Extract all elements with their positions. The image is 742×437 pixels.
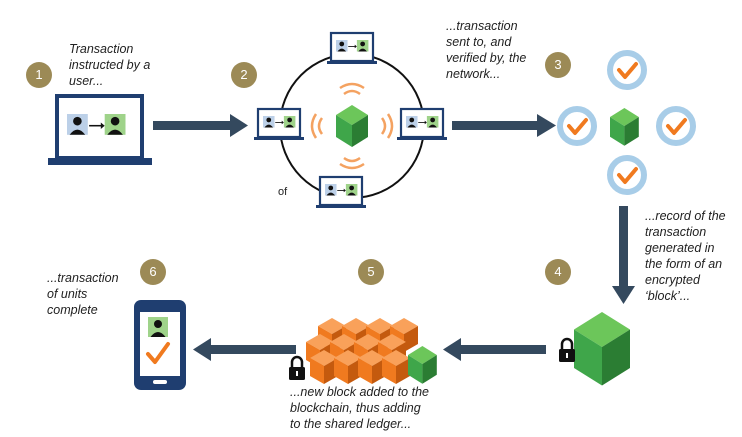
step-5-caption: ...new block added to the blockchain, th… bbox=[290, 385, 429, 431]
cube-icon bbox=[610, 108, 639, 146]
step-number-5: 5 bbox=[358, 259, 384, 285]
step-number-4: 4 bbox=[545, 259, 571, 285]
arrow-icon bbox=[443, 338, 546, 361]
arrow-icon bbox=[153, 114, 248, 137]
laptop-icon bbox=[316, 177, 366, 208]
arrow-icon bbox=[193, 338, 296, 361]
lock-icon bbox=[557, 337, 577, 364]
check-icon bbox=[659, 109, 693, 143]
arrow-icon bbox=[612, 206, 635, 304]
user-icon bbox=[148, 317, 168, 337]
cube-icon bbox=[574, 312, 630, 386]
stray-text: of bbox=[278, 186, 288, 198]
verification-cluster bbox=[560, 53, 693, 192]
check-icon bbox=[146, 342, 170, 364]
laptop-icon bbox=[254, 109, 304, 140]
cube-icon bbox=[408, 346, 437, 384]
cube-icon bbox=[336, 105, 368, 147]
network-ring bbox=[254, 33, 447, 208]
blockchain-icon bbox=[287, 318, 437, 384]
step-number-3: 3 bbox=[545, 52, 571, 78]
phone-icon bbox=[134, 300, 186, 390]
check-icon bbox=[560, 109, 594, 143]
step-3-caption: ...transaction sent to, and verified by,… bbox=[446, 19, 527, 81]
laptop-icon bbox=[327, 33, 377, 64]
step-number-1: 1 bbox=[26, 62, 52, 88]
step-number-2: 2 bbox=[231, 62, 257, 88]
arrow-icon bbox=[452, 114, 556, 137]
step-6-caption: ...transaction of units complete bbox=[47, 271, 119, 317]
laptop-icon bbox=[397, 109, 447, 140]
step-number-6: 6 bbox=[140, 259, 166, 285]
step-1-caption: Transaction instructed by a user... bbox=[69, 42, 151, 88]
signal-icon bbox=[310, 82, 394, 170]
user-laptop bbox=[48, 94, 152, 165]
step-4-caption: ...record of the transaction generated i… bbox=[645, 209, 726, 303]
encrypted-block bbox=[557, 312, 630, 386]
check-icon bbox=[610, 53, 644, 87]
check-icon bbox=[610, 158, 644, 192]
lock-icon bbox=[287, 355, 307, 382]
